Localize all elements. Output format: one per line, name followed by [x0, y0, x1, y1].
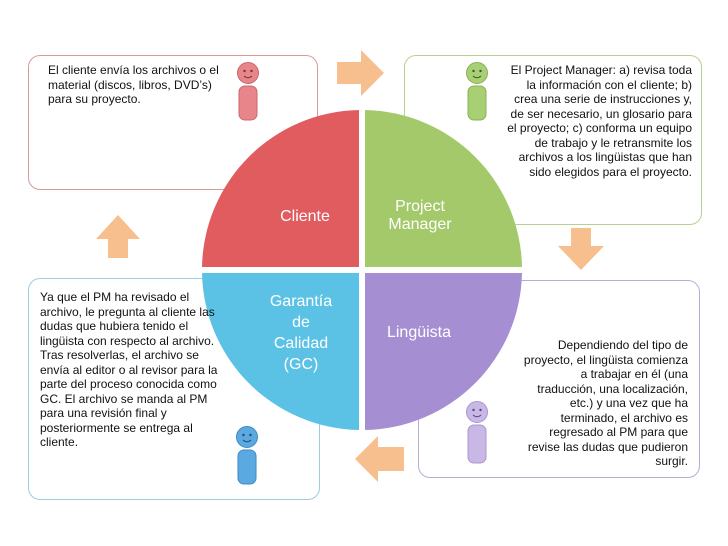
quadrant-label-gc-2: de — [292, 314, 310, 331]
quadrant-pm — [365, 110, 522, 267]
quadrant-label-gc-1: Garantía — [270, 293, 332, 310]
arrow-up-icon — [96, 215, 140, 258]
quadrant-label-gc-4: (GC) — [284, 356, 319, 373]
quadrant-label-gc-3: Calidad — [274, 335, 328, 352]
arrow-right-icon — [337, 50, 384, 96]
arrow-left-icon — [355, 436, 404, 482]
person-icon — [466, 401, 488, 464]
person-icon — [236, 426, 258, 485]
quadrant-label-linguista: Lingüista — [387, 324, 451, 341]
quadrant-label-pm-2: Manager — [388, 216, 452, 233]
quadrant-label-cliente: Cliente — [280, 208, 330, 225]
gc-step-text: Ya que el PM ha revisado el archivo, le … — [40, 290, 218, 449]
arrow-down-icon — [558, 228, 604, 270]
quadrant-label-pm-1: Project — [395, 198, 445, 215]
pm-step-text: El Project Manager: a) revisa toda la in… — [507, 63, 692, 179]
client-step-text: El cliente envía los archivos o el mater… — [48, 63, 219, 106]
linguist-step-text: Dependiendo del tipo de proyecto, el lin… — [523, 338, 688, 468]
quadrant-cliente — [202, 110, 359, 267]
quadrant-linguista — [365, 273, 522, 430]
person-icon — [466, 62, 488, 121]
person-icon — [237, 62, 259, 121]
quadrant-gc — [202, 273, 359, 430]
